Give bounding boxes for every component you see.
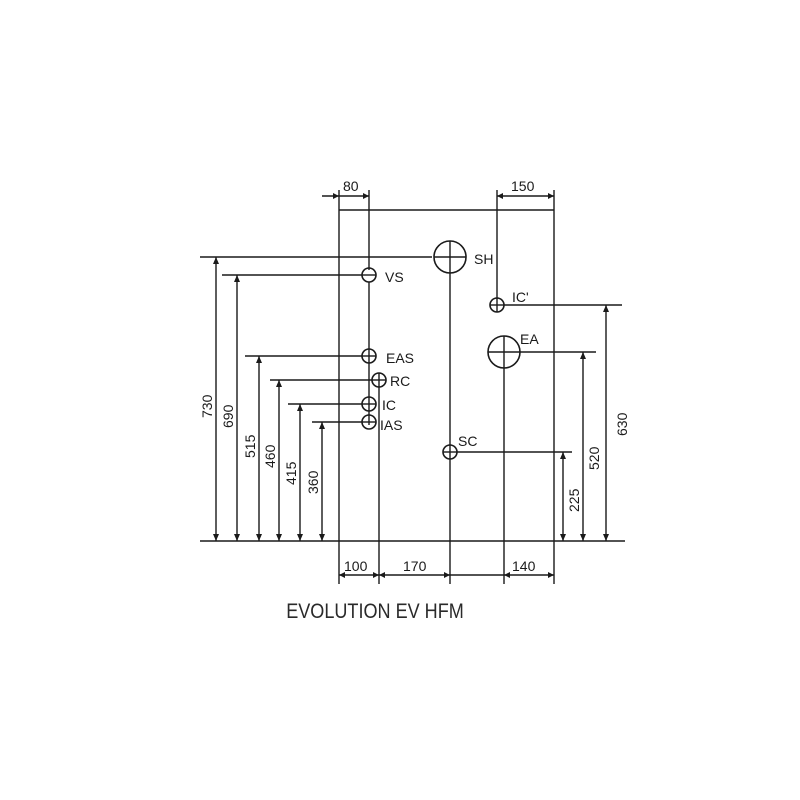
arrow-730-top [213,257,219,264]
arrow-170-right [444,572,450,578]
arrow-515-bottom [256,534,262,541]
arrow-690-bottom [234,534,240,541]
ias-label: IAS [380,417,403,433]
arrow-140-right [548,572,554,578]
dim-225-label: 225 [566,488,582,512]
arrow-100-right [373,572,379,578]
dim-170-label: 170 [403,558,427,574]
dim-730-label: 730 [199,394,215,418]
arrow-170-left [379,572,385,578]
sh-label: SH [474,251,493,267]
arrow-690-top [234,275,240,282]
arrow-225-bottom [560,534,566,541]
icprime-label: IC' [512,289,529,305]
dim-360-label: 360 [305,470,321,494]
dim-515-label: 515 [242,434,258,458]
dim-460-label: 460 [262,444,278,468]
vs-label: VS [385,269,404,285]
arrow-515-top [256,356,262,363]
dim-80-label: 80 [343,178,359,194]
dim-100-label: 100 [344,558,368,574]
rc-label: RC [390,373,410,389]
arrow-225-top [560,452,566,459]
arrow-415-top [297,404,303,411]
sc-label: SC [458,433,477,449]
dim-150-label: 150 [511,178,535,194]
eas-label: EAS [386,350,414,366]
arrow-520-top [580,352,586,359]
arrow-460-bottom [276,534,282,541]
arrow-360-top [319,422,325,429]
arrow-100-left [339,572,345,578]
arrow-150-left [497,193,503,199]
dim-520-label: 520 [586,446,602,470]
dim-690-label: 690 [220,404,236,428]
arrow-520-bottom [580,534,586,541]
dim-630-label: 630 [614,412,630,436]
arrow-630-bottom [603,534,609,541]
arrow-360-bottom [319,534,325,541]
arrow-140-left [504,572,510,578]
arrow-80-right [363,193,369,199]
arrow-730-bottom [213,534,219,541]
arrow-80-left [333,193,339,199]
ea-label: EA [520,331,539,347]
arrow-415-bottom [297,534,303,541]
arrow-460-top [276,380,282,387]
diagram-title: EVOLUTION EV HFM [286,600,464,623]
arrow-150-right [548,193,554,199]
dim-140-label: 140 [512,558,536,574]
ic-label: IC [382,397,396,413]
arrow-630-top [603,305,609,312]
dim-415-label: 415 [283,461,299,485]
